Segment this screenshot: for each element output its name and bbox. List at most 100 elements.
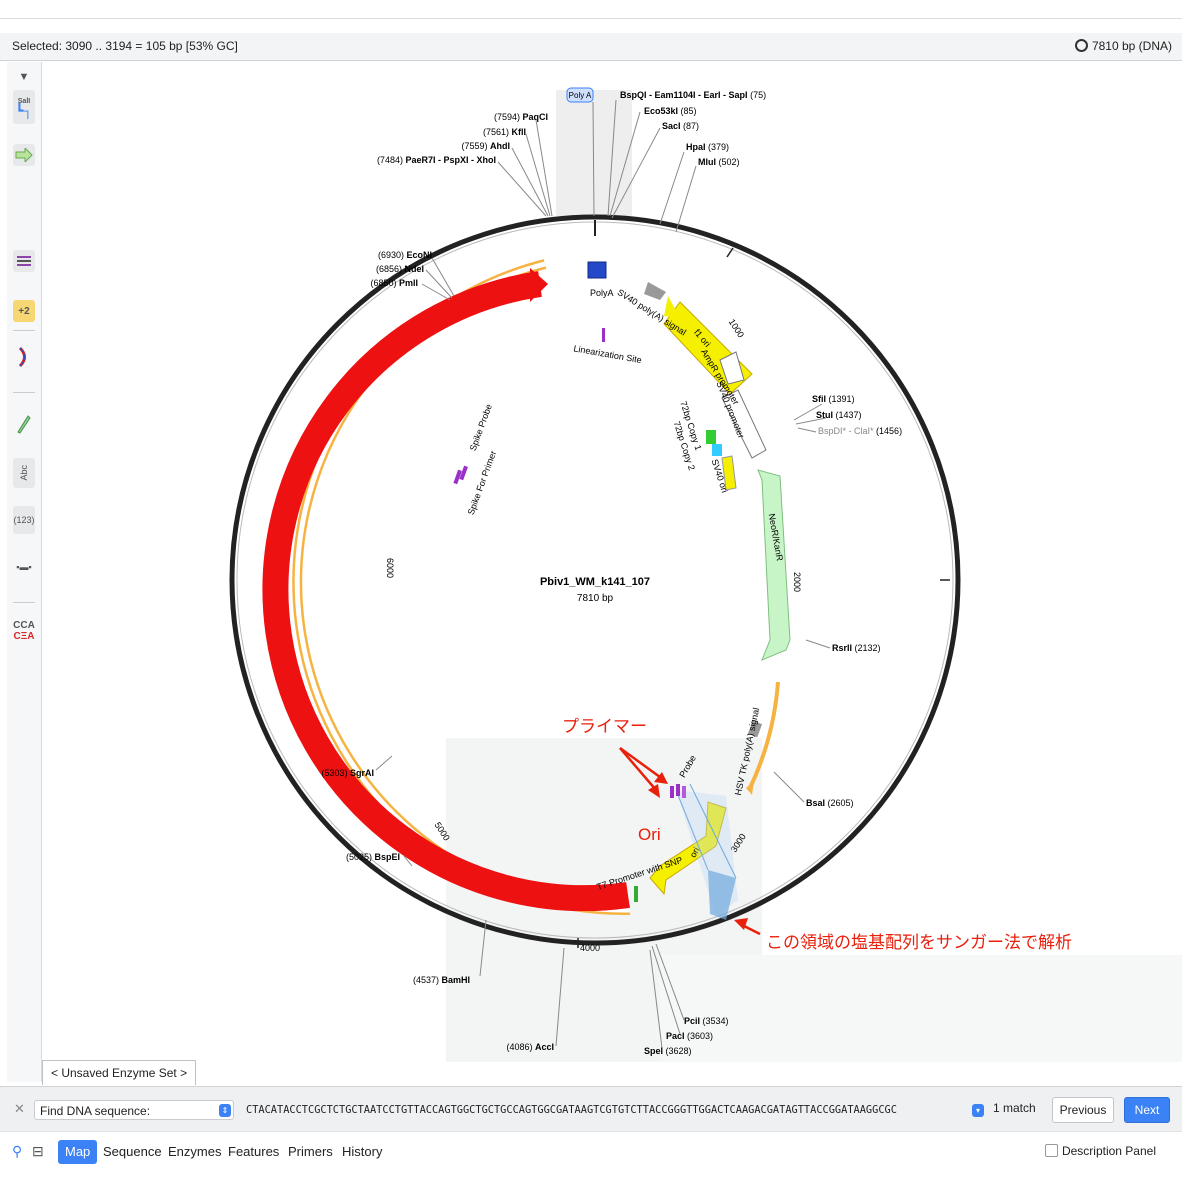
copy1-feature[interactable] — [706, 430, 716, 444]
sv40-ori-feature[interactable] — [721, 455, 737, 491]
plasmid-map-area[interactable]: 1000 2000 3000 4000 5000 6000 7000 Spike… — [42, 62, 1182, 1068]
sv40-polya-feature[interactable] — [644, 282, 666, 300]
ori-feature[interactable] — [649, 801, 727, 896]
leader-line — [592, 101, 595, 217]
annotation-arrowhead — [654, 772, 668, 784]
primer-tool-button[interactable] — [13, 412, 35, 434]
enzyme-site[interactable]: (7559) AhdI — [461, 141, 510, 151]
toolbar-divider — [13, 330, 35, 331]
enzyme-site[interactable]: (7484) PaeR7I - PspXI - XhoI — [377, 155, 496, 165]
chevron-updown-icon: ⇕ — [219, 1104, 231, 1117]
tab-sequence[interactable]: Sequence — [103, 1144, 162, 1159]
ampr-promoter-feature[interactable] — [719, 351, 745, 385]
enzyme-site[interactable]: BspDI* - ClaI* (1456) — [818, 426, 902, 436]
linearization-feature[interactable] — [602, 328, 605, 342]
enzyme-site[interactable]: StuI (1437) — [816, 410, 862, 420]
enzyme-tool-button[interactable]: SalI ┗┐ — [13, 90, 35, 124]
hsv-tk-feature[interactable] — [747, 720, 763, 738]
next-button[interactable]: Next — [1124, 1097, 1170, 1123]
ruler-button[interactable]: ▪▬▪ — [13, 556, 35, 578]
enzyme-site[interactable]: SpeI (3628) — [644, 1046, 692, 1056]
cca-mismatch-label: CΞA — [13, 631, 35, 642]
polya-badge[interactable] — [566, 87, 594, 103]
orf-button[interactable] — [13, 250, 35, 272]
tick-label: 6000 — [385, 558, 395, 578]
t7-promoter-feature[interactable] — [634, 886, 638, 902]
enzyme-site[interactable]: HpaI (379) — [686, 142, 729, 152]
toolbar-divider — [13, 602, 35, 603]
plus2-label: +2 — [18, 305, 30, 317]
enzyme-site[interactable]: SfiI (1391) — [812, 394, 855, 404]
sequence-size-label: 7810 bp (DNA) — [1091, 39, 1172, 53]
translation-frame-button[interactable]: +2 — [13, 300, 35, 322]
window-top-strip — [0, 0, 1182, 19]
checkbox[interactable] — [1044, 1144, 1058, 1157]
polya-feature[interactable] — [587, 261, 607, 279]
primer-feature[interactable] — [682, 786, 686, 798]
numbering-button[interactable]: (123) — [13, 506, 35, 534]
enzyme-site[interactable]: (6856) NdeI — [376, 264, 424, 274]
copy2-feature[interactable] — [712, 444, 722, 456]
green-arrow-icon — [15, 148, 33, 162]
plasmid-length: 7810 bp — [577, 593, 614, 604]
tab-history[interactable]: History — [342, 1144, 383, 1159]
primer-feature[interactable] — [670, 786, 674, 798]
enzyme-site[interactable]: (5025) BspEI — [346, 852, 400, 862]
tab-map[interactable]: Map — [58, 1140, 98, 1164]
description-panel-toggle[interactable]: Description Panel — [1044, 1144, 1156, 1158]
enzyme-site[interactable]: Eco53kI (85) — [644, 106, 697, 116]
enzyme-site[interactable]: (5303) SgrAI — [321, 768, 374, 778]
curve-tool-button[interactable] — [13, 346, 35, 368]
search-icon[interactable]: ⚲ — [12, 1143, 23, 1159]
enzyme-site[interactable]: MluI (502) — [698, 157, 740, 167]
plasmid-map[interactable]: 1000 2000 3000 4000 5000 6000 7000 Spike… — [42, 62, 1182, 1068]
enzyme-site[interactable]: RsrII (2132) — [832, 643, 881, 653]
orf-arc[interactable] — [748, 681, 780, 789]
collapse-icon[interactable]: ▼ — [18, 71, 30, 83]
previous-button[interactable]: Previous — [1052, 1097, 1114, 1123]
tab-primers[interactable]: Primers — [288, 1144, 333, 1159]
enzyme-site[interactable]: (4086) AccI — [506, 1042, 554, 1052]
chevron-down-icon[interactable]: ▾ — [972, 1104, 984, 1117]
text-tool-button[interactable]: Abc — [13, 458, 35, 488]
spike-probe-label: Spike Probe — [468, 403, 494, 452]
enzyme-site[interactable]: (4537) BamHI — [413, 975, 470, 985]
feature-arrow-button[interactable] — [13, 144, 35, 166]
panel-toggle-icon[interactable]: ⊟ — [32, 1143, 44, 1159]
search-sequence-input[interactable]: CTACATACCTCGCTCTGCTAATCCTGTTACCAGTGGCTGC… — [246, 1104, 897, 1116]
enzyme-site[interactable]: PacI (3603) — [666, 1031, 713, 1041]
enzyme-labels[interactable]: BspQI - Eam1104I - EarI - SapI (75) Eco5… — [321, 90, 902, 1056]
abc-label: Abc — [19, 465, 29, 481]
enzyme-site[interactable]: (6930) EcoNI — [378, 250, 432, 260]
neor-feature[interactable] — [757, 469, 791, 661]
tab-enzymes[interactable]: Enzymes — [168, 1144, 222, 1159]
cut-site-icon: ┗┐ — [15, 102, 33, 118]
tick-mark — [726, 247, 734, 258]
enzyme-site[interactable]: BsaI (2605) — [806, 798, 854, 808]
tab-features[interactable]: Features — [228, 1144, 280, 1159]
primer-feature[interactable] — [676, 784, 680, 796]
enzyme-site[interactable]: BspQI - Eam1104I - EarI - SapI (75) — [620, 90, 766, 100]
plasmid-backbone[interactable] — [229, 214, 961, 946]
enzyme-site[interactable]: SacI (87) — [662, 121, 699, 131]
sv40-promoter-feature[interactable] — [721, 389, 767, 459]
enzyme-site[interactable]: (7561) KflI — [483, 127, 526, 137]
ruler-icon: ▪▬▪ — [16, 562, 32, 572]
circular-icon — [1074, 39, 1088, 52]
enzyme-set-tab[interactable]: < Unsaved Enzyme Set > — [42, 1060, 197, 1085]
spike-feature[interactable] — [262, 271, 630, 912]
spike-probe-feature[interactable] — [453, 469, 462, 485]
spike-primer-feature[interactable] — [459, 465, 468, 481]
enzyme-site[interactable]: (7594) PaqCI — [494, 112, 548, 122]
tick-label: 2000 — [792, 572, 802, 592]
enzyme-site[interactable]: (6850) PmlI — [370, 278, 418, 288]
orf-lines-icon — [17, 256, 31, 266]
annotation-arrow — [619, 746, 665, 782]
find-mode-select[interactable]: Find DNA sequence: ⇕ — [34, 1100, 234, 1120]
consensus-button[interactable]: CCA CΞA — [13, 614, 35, 648]
enzyme-leader-lines — [375, 99, 831, 1049]
toolbar-divider — [13, 392, 35, 393]
close-icon[interactable]: ✕ — [14, 1101, 25, 1116]
enzyme-site[interactable]: PciI (3534) — [684, 1016, 729, 1026]
f1-ori-arrowhead — [664, 296, 680, 318]
